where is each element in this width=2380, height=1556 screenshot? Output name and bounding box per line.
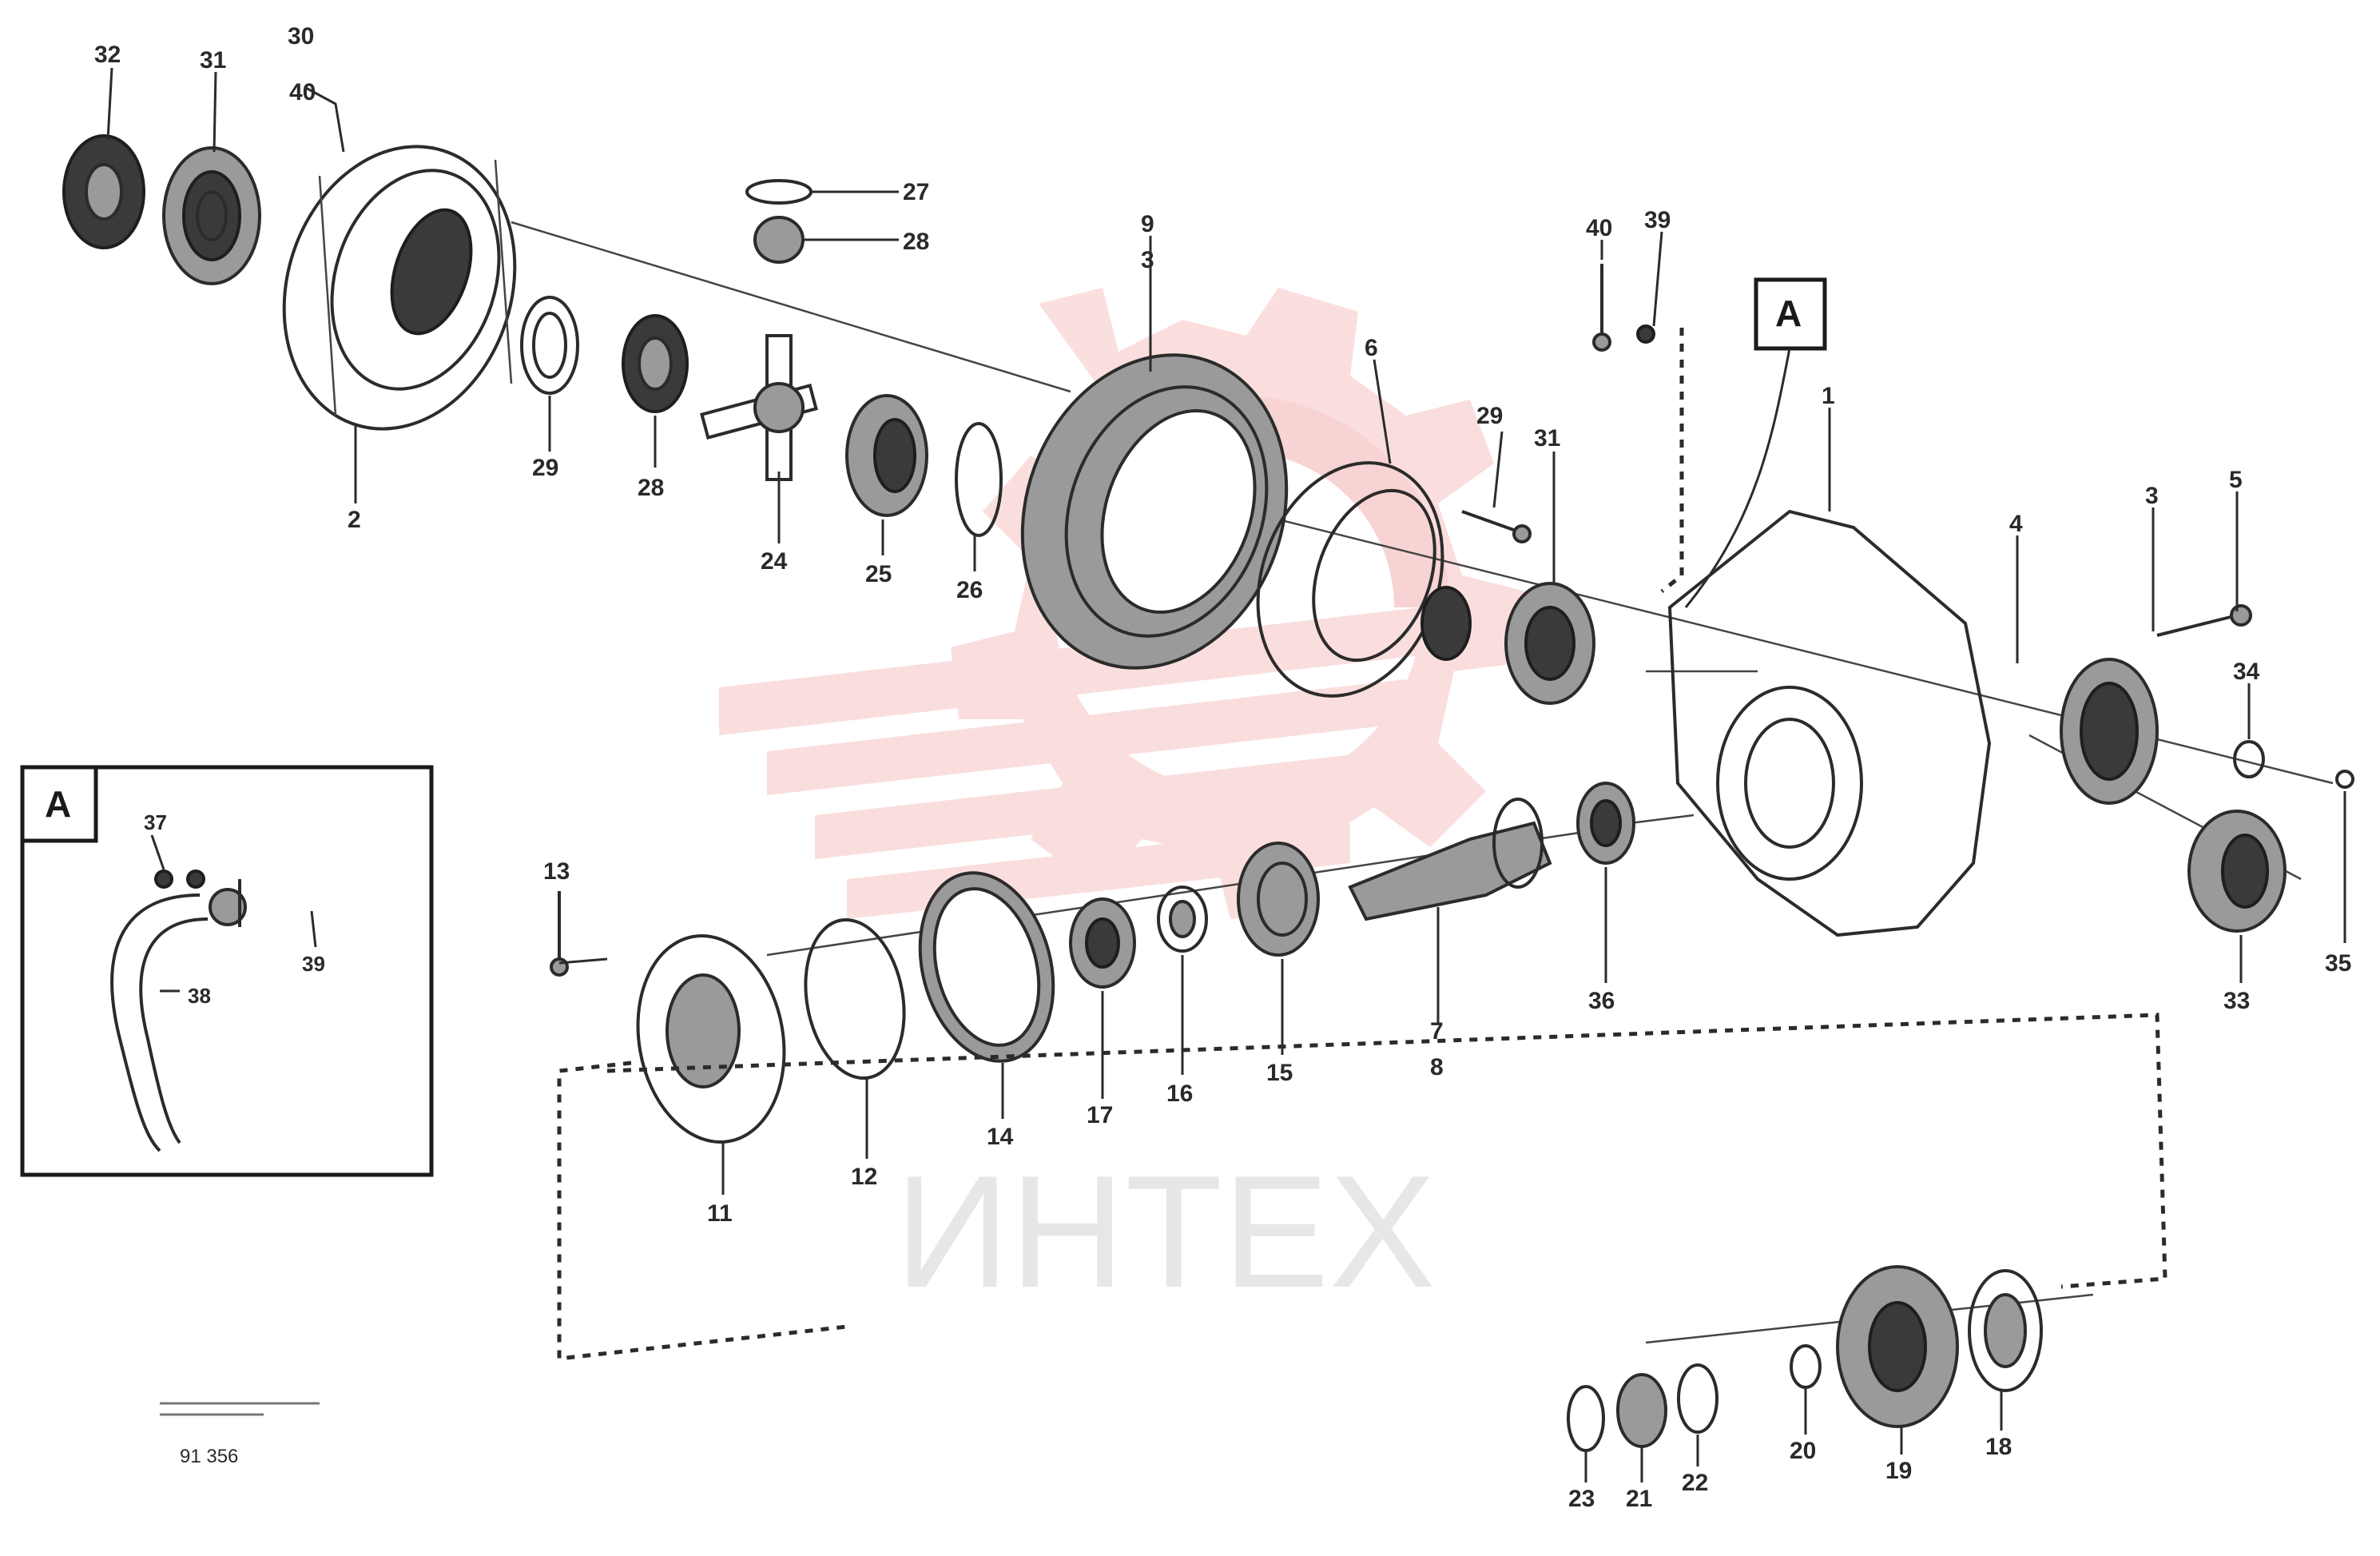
part-21[interactable] — [1616, 1373, 1667, 1448]
label-part-33[interactable]: 33 — [2223, 988, 2250, 1014]
label-part-28[interactable]: 28 — [638, 475, 664, 501]
label-part-29-right[interactable]: 29 — [1476, 403, 1503, 429]
part-29[interactable] — [520, 296, 579, 395]
part-19[interactable] — [1836, 1265, 1959, 1428]
part-32[interactable] — [62, 134, 145, 249]
label-part-31[interactable]: 31 — [200, 47, 226, 74]
part-34[interactable] — [2233, 740, 2265, 778]
label-part-9[interactable]: 9 — [1141, 211, 1154, 237]
label-part-19[interactable]: 19 — [1885, 1458, 1912, 1484]
part-24[interactable] — [700, 334, 818, 481]
part-5[interactable] — [2156, 604, 2252, 637]
label-part-18[interactable]: 18 — [1985, 1434, 2012, 1460]
label-part-4[interactable]: 4 — [2009, 511, 2023, 537]
label-part-29[interactable]: 29 — [532, 455, 558, 481]
part-40[interactable] — [1592, 264, 1611, 352]
label-part-15[interactable]: 15 — [1266, 1060, 1293, 1086]
label-part-40-top[interactable]: 40 — [289, 79, 316, 105]
part-22[interactable] — [1677, 1363, 1718, 1434]
label-part-25[interactable]: 25 — [865, 561, 892, 587]
part-31[interactable] — [162, 146, 261, 285]
label-detail-39[interactable]: 39 — [302, 952, 325, 976]
part-31b[interactable] — [1504, 582, 1595, 705]
label-part-13[interactable]: 13 — [543, 858, 570, 885]
part-18[interactable] — [1968, 1269, 2043, 1392]
watermark-text: ИНТЕХ — [895, 1143, 1436, 1321]
part-17[interactable] — [1069, 897, 1136, 989]
part-20[interactable] — [1790, 1344, 1822, 1389]
label-part-8[interactable]: 8 — [1430, 1054, 1444, 1080]
label-part-1[interactable]: 1 — [1822, 383, 1835, 409]
part-4[interactable] — [2060, 658, 2159, 805]
part-15[interactable] — [1237, 842, 1320, 957]
label-part-11[interactable]: 11 — [707, 1200, 733, 1227]
axis-line — [511, 221, 1071, 393]
label-part-24[interactable]: 24 — [761, 548, 788, 575]
part-16[interactable] — [1157, 885, 1208, 953]
part-13[interactable] — [550, 891, 569, 977]
leader-dashed — [1660, 328, 1684, 593]
label-detail-37[interactable]: 37 — [144, 810, 167, 834]
leader-line — [1684, 348, 1791, 608]
label-part-20[interactable]: 20 — [1790, 1438, 1816, 1464]
part-39[interactable] — [1636, 324, 1655, 344]
part-11[interactable] — [622, 924, 800, 1153]
label-part-31-right[interactable]: 31 — [1534, 425, 1560, 452]
label-part-35[interactable]: 35 — [2325, 950, 2351, 977]
label-detail-38[interactable]: 38 — [188, 984, 211, 1008]
label-part-26[interactable]: 26 — [956, 577, 983, 603]
label-part-12[interactable]: 12 — [851, 1164, 877, 1190]
part-2[interactable] — [248, 117, 550, 460]
part-3[interactable] — [979, 317, 1329, 705]
part-36[interactable] — [1576, 782, 1635, 865]
label-part-21[interactable]: 21 — [1626, 1486, 1652, 1512]
label-part-2[interactable]: 2 — [348, 507, 361, 533]
label-part-6[interactable]: 6 — [1365, 335, 1378, 361]
part-35[interactable] — [2335, 770, 2354, 789]
part-12[interactable] — [794, 912, 916, 1086]
label-part-7[interactable]: 7 — [1430, 1018, 1444, 1045]
label-part-23[interactable]: 23 — [1568, 1486, 1595, 1512]
label-part-17[interactable]: 17 — [1087, 1102, 1113, 1128]
label-part-14[interactable]: 14 — [987, 1124, 1014, 1150]
label-part-27[interactable]: 27 — [903, 179, 929, 205]
label-part-32[interactable]: 32 — [94, 42, 121, 68]
label-part-40[interactable]: 40 — [1586, 215, 1612, 241]
part-28b[interactable] — [753, 216, 805, 264]
part-29b[interactable] — [1461, 510, 1532, 543]
part-23[interactable] — [1567, 1385, 1605, 1452]
leader-dashed — [606, 1013, 2167, 1289]
label-part-3[interactable]: 3 — [1141, 247, 1154, 273]
detail-marker-a[interactable]: A — [1754, 277, 1827, 351]
label-part-5[interactable]: 5 — [2229, 467, 2243, 493]
label-part-28-top[interactable]: 28 — [903, 229, 929, 255]
part-6[interactable] — [1226, 436, 1473, 722]
part-1[interactable] — [1667, 509, 1992, 937]
label-part-34[interactable]: 34 — [2233, 659, 2260, 685]
label-part-3-right[interactable]: 3 — [2145, 483, 2159, 509]
part-labels: 32 31 30 40 2 29 28 24 25 26 27 28 9 3 6… — [94, 23, 2351, 1512]
detail-box-title: A — [45, 783, 71, 825]
part-33[interactable] — [2187, 810, 2287, 933]
part-7[interactable] — [1348, 798, 1552, 921]
leader-lines — [106, 67, 2346, 1482]
detail-box-a: A — [20, 765, 434, 1177]
label-part-36[interactable]: 36 — [1588, 988, 1615, 1014]
leader-dashed — [557, 1061, 848, 1361]
reference-code: 91 356 — [180, 1446, 238, 1467]
part-26[interactable] — [955, 422, 1003, 537]
reference-block: 91 356 — [160, 1402, 320, 1467]
part-27[interactable] — [745, 179, 813, 205]
label-part-22[interactable]: 22 — [1682, 1470, 1708, 1496]
label-part-16[interactable]: 16 — [1166, 1080, 1193, 1107]
label-part-39[interactable]: 39 — [1644, 207, 1671, 233]
part-28[interactable] — [622, 314, 689, 413]
detail-marker-label: A — [1775, 292, 1802, 334]
axis-line — [1629, 814, 1695, 825]
part-14[interactable] — [900, 858, 1074, 1076]
part-25[interactable] — [845, 394, 928, 517]
label-part-30[interactable]: 30 — [288, 23, 314, 50]
